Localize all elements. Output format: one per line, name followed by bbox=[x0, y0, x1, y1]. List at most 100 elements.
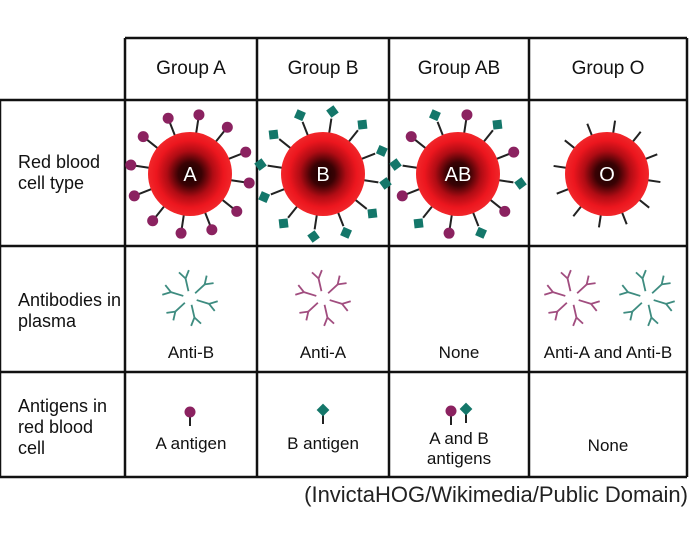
antibody-arm bbox=[162, 291, 172, 296]
antibody-b-icon bbox=[619, 269, 675, 327]
antigen-stalk bbox=[154, 204, 166, 219]
antigen-stalk bbox=[336, 210, 345, 227]
antibody-stem bbox=[556, 302, 568, 313]
antigen-stalk bbox=[137, 187, 154, 196]
antigen-a-icon bbox=[243, 177, 255, 189]
antibody-arm bbox=[297, 284, 305, 293]
antibody-arm bbox=[629, 311, 634, 321]
cell-body bbox=[565, 132, 649, 216]
row-label-antibodies: Antibodies in plasma bbox=[18, 290, 122, 331]
antibody-arm bbox=[208, 303, 216, 312]
antibody-arm bbox=[164, 284, 172, 293]
antigen-stalk bbox=[405, 187, 422, 196]
antigen-stalk bbox=[214, 129, 226, 144]
antibodies-group-o: Anti-A and Anti-B bbox=[543, 343, 673, 362]
antigen-a-icon bbox=[125, 159, 137, 171]
antibody-arm bbox=[326, 316, 335, 325]
antigen-stalk bbox=[313, 213, 319, 230]
header-group-ab: Group AB bbox=[417, 58, 501, 79]
antibody-arm bbox=[193, 316, 202, 325]
antibody-stem bbox=[307, 302, 319, 313]
antigen-stalk bbox=[572, 204, 583, 217]
antigen-stalk bbox=[229, 178, 246, 184]
antigen-b-icon bbox=[294, 109, 306, 122]
antibody-arm bbox=[590, 303, 598, 312]
antigen-a-icon bbox=[128, 190, 140, 202]
antigen-stalk bbox=[637, 198, 650, 209]
antigen-stalk bbox=[194, 118, 200, 135]
antigen-stalk bbox=[553, 164, 568, 170]
antigen-stalk bbox=[488, 198, 503, 210]
antigen-stalk bbox=[646, 178, 661, 184]
antigen-stalk bbox=[497, 178, 514, 184]
antigen-stalk bbox=[482, 129, 494, 144]
antibody-stem bbox=[641, 278, 647, 292]
antigen-a-icon bbox=[405, 131, 417, 143]
cell-body bbox=[281, 132, 365, 216]
antibody-arm bbox=[184, 269, 190, 279]
antibody-stem bbox=[303, 291, 317, 297]
antibody-arm bbox=[619, 291, 629, 296]
antigen-a-icon bbox=[162, 112, 174, 124]
antibody-stem bbox=[317, 278, 323, 292]
row-label-cell-type: Red blood cell type bbox=[18, 152, 101, 193]
antigen-stalk bbox=[134, 164, 151, 170]
antibody-stem bbox=[194, 283, 206, 294]
antibodies-group-b: Anti-A bbox=[299, 343, 347, 362]
antigen-b-icon bbox=[326, 105, 339, 118]
antibody-stem bbox=[329, 299, 343, 305]
antigen-b-icon bbox=[514, 177, 527, 190]
antibody-arm bbox=[203, 275, 208, 285]
antigen-a-icon bbox=[499, 205, 511, 217]
antigen-a-icon bbox=[445, 405, 457, 425]
antigens-group-b: B antigen bbox=[287, 434, 359, 453]
antigen-stalk bbox=[220, 198, 235, 210]
header-group-b: Group B bbox=[287, 58, 359, 79]
antibody-stem bbox=[174, 302, 186, 313]
cell-label: B bbox=[316, 164, 329, 186]
red-blood-cell: B bbox=[254, 105, 392, 243]
antibody-arm bbox=[317, 269, 323, 279]
antigen-b-icon bbox=[254, 158, 267, 171]
cell-label: A bbox=[183, 164, 197, 186]
antibodies-group-ab: None bbox=[438, 343, 480, 362]
antigen-stalk bbox=[448, 213, 454, 230]
antigen-stalk bbox=[347, 129, 359, 144]
antigen-stalk bbox=[145, 138, 160, 150]
cell-label: O bbox=[599, 164, 615, 186]
antibody-arm bbox=[660, 275, 665, 285]
antigen-stalk bbox=[422, 204, 434, 219]
antibody-a-icon bbox=[544, 269, 600, 327]
antibody-arm bbox=[647, 317, 653, 327]
header-group-o: Group O bbox=[571, 58, 645, 79]
antigen-a-icon bbox=[137, 131, 149, 143]
antibody-arm bbox=[566, 269, 572, 279]
antibody-arm bbox=[575, 316, 584, 325]
antibody-arm bbox=[172, 311, 177, 321]
antigen-b-icon bbox=[357, 119, 368, 130]
antigen-b-icon bbox=[379, 177, 392, 190]
antigen-b-icon bbox=[258, 191, 271, 203]
antigen-stalk bbox=[494, 152, 511, 161]
antibody-arm bbox=[305, 311, 310, 321]
antibody-arm bbox=[650, 316, 659, 325]
antigen-stalk bbox=[270, 187, 287, 196]
antigen-a-icon bbox=[443, 227, 455, 239]
antigen-head bbox=[445, 405, 457, 417]
antigen-stalk bbox=[556, 187, 571, 195]
antigen-stalk bbox=[620, 210, 628, 225]
antigen-head bbox=[459, 402, 473, 416]
antibody-arm bbox=[190, 317, 196, 327]
antigen-stalk bbox=[203, 210, 212, 227]
antigen-stalk bbox=[643, 153, 658, 161]
antibody-arm bbox=[548, 310, 558, 314]
antigens-group-ab: A and B antigens bbox=[426, 429, 492, 468]
antibody-arm bbox=[560, 271, 569, 280]
antigen-b-icon bbox=[340, 226, 352, 239]
antibody-arm bbox=[590, 300, 600, 305]
antibody-arm bbox=[585, 275, 590, 285]
antibody-b-icon bbox=[162, 269, 218, 327]
antigen-b-icon bbox=[459, 402, 473, 423]
antibody-stem bbox=[327, 283, 339, 294]
antibody-arm bbox=[341, 303, 349, 312]
